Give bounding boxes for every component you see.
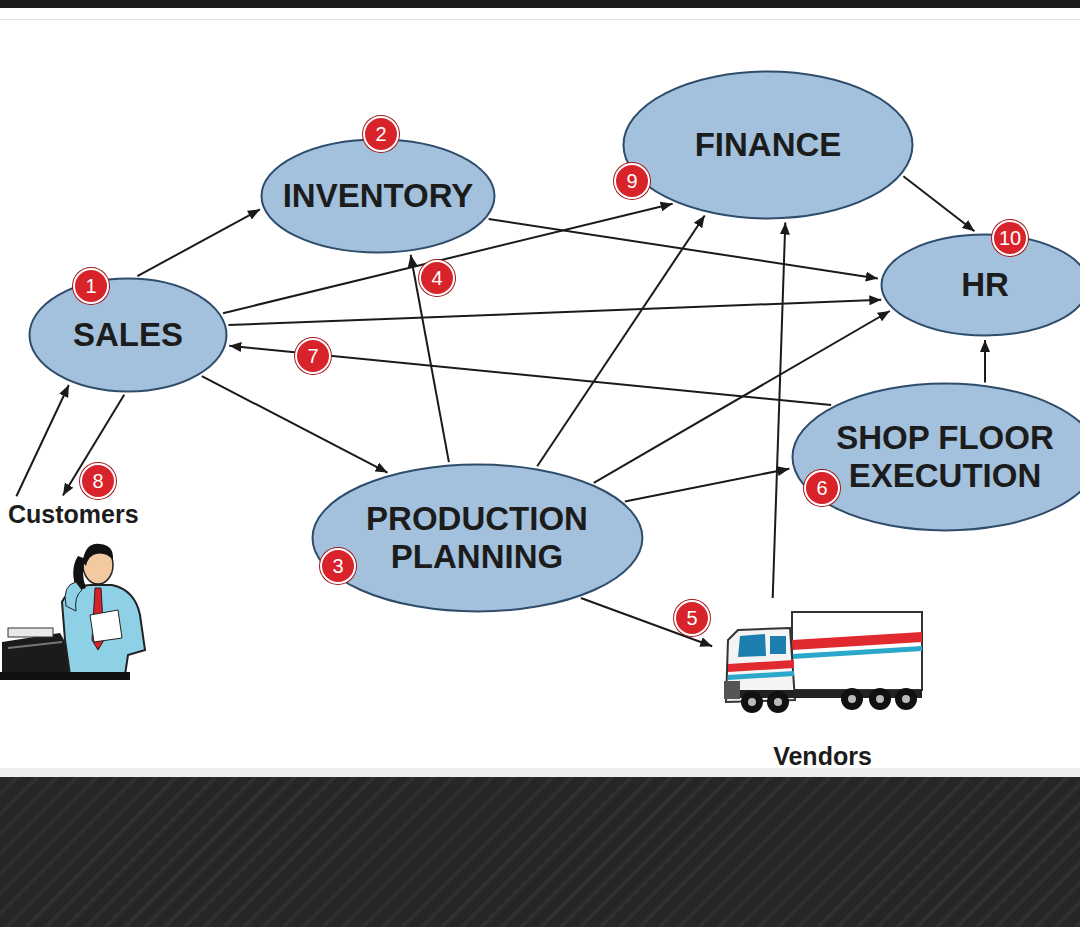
wheel (869, 688, 891, 710)
callout-number: 9 (614, 163, 650, 199)
module-ellipse: SHOP FLOOR EXECUTION (791, 382, 1080, 532)
actor-area: Vendors (715, 600, 930, 774)
callout-number: 5 (674, 600, 710, 636)
flow-arrow (581, 598, 712, 646)
windshield (738, 634, 766, 657)
callout-number: 2 (363, 116, 399, 152)
wheel (841, 688, 863, 710)
fax-slot (8, 642, 62, 648)
cab-stripe (728, 660, 794, 672)
trailer (792, 612, 922, 690)
flow-arrow (625, 469, 790, 502)
hub (876, 695, 884, 703)
hair (83, 544, 113, 566)
ellipse-shape (312, 465, 642, 612)
ellipse-shape (30, 279, 227, 392)
panel-rule (0, 19, 1080, 20)
desk (0, 672, 130, 680)
flow-arrow (537, 216, 705, 467)
flow-arrow (903, 176, 974, 231)
ellipse-shape (624, 72, 913, 219)
wheel (741, 691, 763, 713)
module-name: FINANCE (695, 126, 842, 164)
truck-illustration (724, 612, 922, 713)
trailer-stripe (792, 646, 922, 659)
flow-arrow (202, 376, 388, 473)
hub (902, 695, 910, 703)
callout-number: 8 (80, 463, 116, 499)
hub (774, 698, 782, 706)
grille (724, 681, 740, 699)
flow-arrow (984, 340, 986, 383)
callout-number: 6 (804, 470, 840, 506)
cab-stripe (728, 671, 794, 680)
customer-illustration (0, 544, 145, 680)
callout-number: 4 (419, 260, 455, 296)
callout-number: 10 (992, 220, 1028, 256)
ellipse-shape (262, 140, 495, 253)
paper (90, 610, 122, 642)
module-name: SHOP FLOOR EXECUTION (825, 419, 1065, 495)
hub (748, 698, 756, 706)
actor-name: Vendors (773, 742, 872, 771)
wheel (767, 691, 789, 713)
module-ellipse: HR (880, 233, 1080, 337)
module-name: INVENTORY (283, 177, 474, 215)
module-name: SALES (73, 316, 183, 354)
top-bar (0, 0, 1080, 8)
flow-arrow (16, 385, 68, 496)
hub (848, 695, 856, 703)
ellipse-shape (792, 384, 1080, 531)
wheel (895, 688, 917, 710)
callout-number: 7 (295, 338, 331, 374)
flow-arrow (137, 209, 260, 276)
arm (65, 582, 82, 611)
module-ellipse: FINANCE (622, 70, 914, 220)
fax-machine (2, 633, 70, 675)
module-name: HR (961, 266, 1009, 304)
module-ellipse: INVENTORY (260, 138, 496, 254)
actor-name: Customers (8, 500, 139, 529)
flow-arrow (773, 223, 786, 599)
side-window (770, 636, 786, 654)
module-name: PRODUCTION PLANNING (347, 500, 607, 576)
panel-edge (0, 768, 1080, 777)
module-ellipse: PRODUCTION PLANNING (311, 463, 644, 613)
callout-number: 1 (73, 268, 109, 304)
callout-number: 3 (320, 548, 356, 584)
actor-area: Customers (6, 498, 150, 684)
chassis (740, 690, 922, 698)
fax-paper (8, 628, 53, 637)
module-ellipse: SALES (28, 277, 228, 393)
bottom-band (0, 777, 1080, 927)
ellipse-shape (882, 235, 1080, 336)
